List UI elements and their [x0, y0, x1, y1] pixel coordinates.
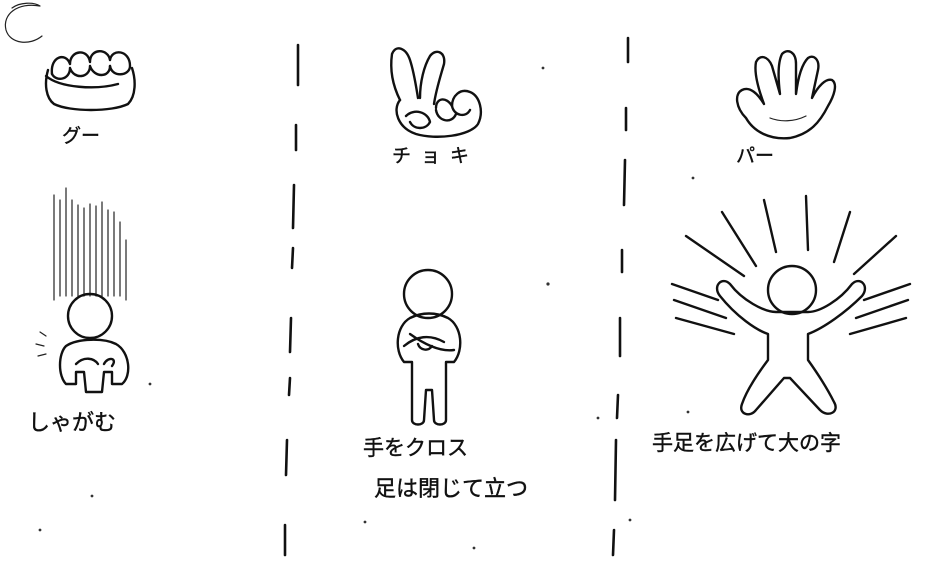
scissors-hand-label: チョキ	[392, 145, 479, 167]
rock-hand-label: グー	[62, 125, 100, 147]
rock-pose-caption: しゃがむ	[28, 411, 116, 436]
spread-eagle-figure	[670, 194, 912, 416]
separator-left	[283, 43, 300, 557]
crouching-figure	[35, 187, 130, 394]
scan-specks	[38, 66, 695, 550]
open-hand-icon	[735, 50, 837, 140]
corner-circle-sketch	[4, 2, 43, 43]
arms-crossed-figure	[396, 268, 462, 426]
scissors-pose-caption-line-2: 足は閉じて立つ	[374, 477, 528, 502]
paper-column: パー 手足を広げて大の字	[652, 50, 912, 455]
rock-column: グー しゃがむ	[28, 50, 136, 436]
paper-pose-caption: 手足を広げて大の字	[652, 431, 841, 455]
paper-hand-label: パー	[736, 145, 774, 167]
separator-right	[611, 36, 630, 557]
scissors-column: チョキ 手をクロス 足は閉じて立つ	[363, 47, 528, 502]
peace-sign-icon	[390, 47, 482, 138]
scissors-pose-caption-line-1: 手をクロス	[363, 436, 468, 460]
fist-icon	[44, 50, 136, 112]
